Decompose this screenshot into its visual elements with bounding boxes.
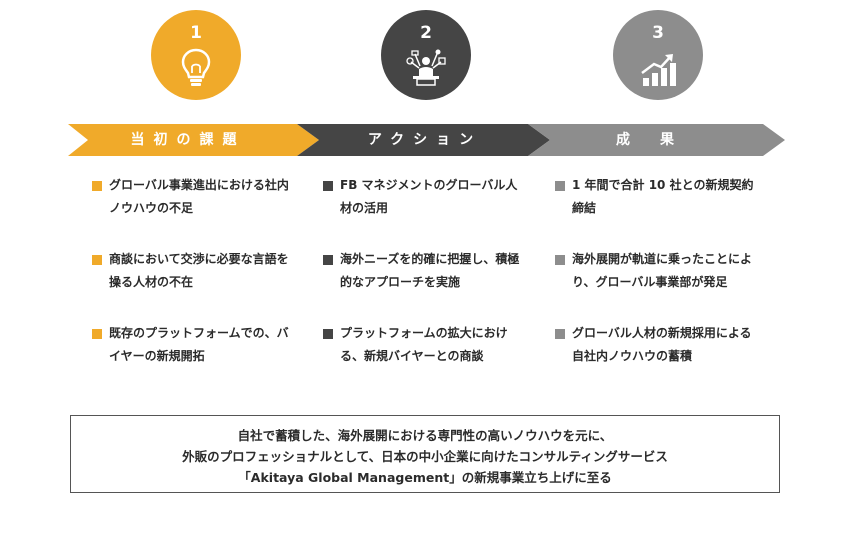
stage-3-label: 成果 — [616, 132, 704, 148]
bullet-square — [555, 255, 565, 265]
step-2-circle: 2 — [381, 10, 471, 100]
stage-1-label: 当初の課題 — [130, 132, 246, 148]
stage-2-label: アクション — [367, 132, 483, 148]
stage-2-chevron — [297, 124, 550, 156]
step-3-circle: 3 — [613, 10, 703, 100]
step-1-number: 1 — [190, 23, 202, 43]
multitasking-person-icon — [406, 49, 446, 86]
bullet-square — [92, 181, 102, 191]
step-1-circle: 1 — [151, 10, 241, 100]
bullet-square — [555, 329, 565, 339]
summary-line-2: 外販のプロフェッショナルとして、日本の中小企業に向けたコンサルティングサービス — [182, 449, 668, 464]
summary-line-1: 自社で蓄積した、海外展開における専門性の高いノウハウを元に、 — [237, 428, 613, 443]
bullet-square — [92, 329, 102, 339]
stage-3-chevron — [528, 124, 785, 156]
summary-line-3: 「Akitaya Global Management」の新規事業立ち上げに至る — [238, 470, 612, 485]
bullet-square — [323, 255, 333, 265]
bullet-square — [92, 255, 102, 265]
step-3-number: 3 — [652, 23, 664, 43]
bullet-square — [323, 329, 333, 339]
summary-box: 自社で蓄積した、海外展開における専門性の高いノウハウを元に、 外販のプロフェッシ… — [70, 415, 780, 493]
bullet-square — [323, 181, 333, 191]
step-2-number: 2 — [420, 23, 432, 43]
growth-chart-icon — [641, 54, 676, 86]
lightbulb-icon — [181, 48, 211, 86]
bullet-square — [555, 181, 565, 191]
stage-1-chevron — [68, 124, 319, 156]
